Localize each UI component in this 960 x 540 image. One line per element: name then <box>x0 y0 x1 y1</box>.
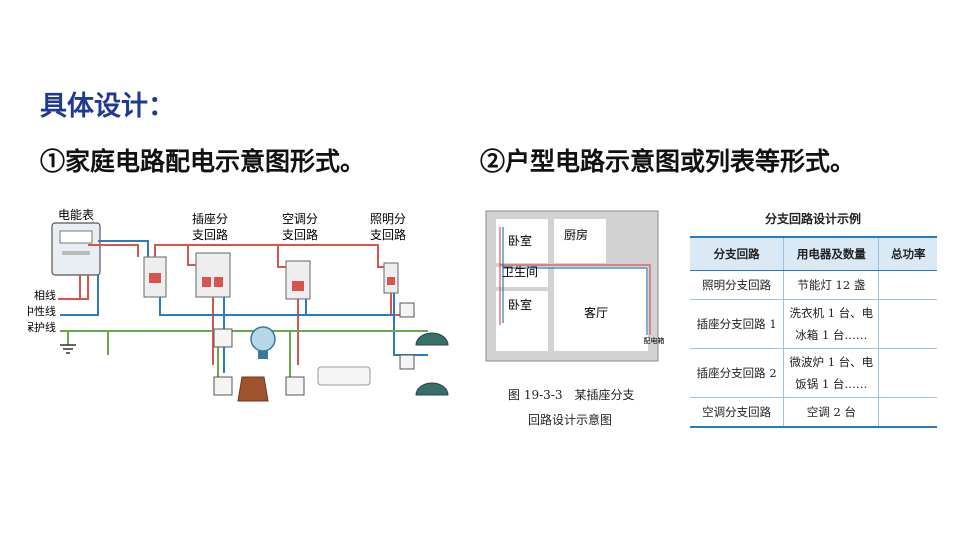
table-row: 照明分支回路 节能灯 12 盏 <box>690 270 937 300</box>
light-branch-label-1: 照明分 <box>370 212 406 226</box>
floorplan-caption-line1: 图 19-3-3 某插座分支 <box>508 388 635 402</box>
table-row: 空调分支回路 空调 2 台 <box>690 397 937 428</box>
ac-branch-label-2: 支回路 <box>282 227 318 242</box>
room-label-bedroom-1: 卧室 <box>508 233 532 248</box>
cell-power <box>878 348 937 398</box>
distribution-box-label: 配电箱 <box>644 336 665 345</box>
room-label-living: 客厅 <box>584 305 608 320</box>
meter-label: 电能表 <box>58 208 94 222</box>
subtitle-household-diagram: ①家庭电路配电示意图形式。 <box>40 147 366 176</box>
light-switch-icon <box>399 302 415 318</box>
cell-power <box>878 397 937 428</box>
table-title: 分支回路设计示例 <box>764 212 861 226</box>
section-heading: 具体设计： <box>40 91 175 122</box>
fan-icon <box>250 326 276 352</box>
household-wiring-diagram: 电能表 插座分 支回路 空调分 支回路 照明分 支回路 相线 中性线 保护线 <box>28 208 449 402</box>
subtitle-floorplan-table: ②户型电路示意图或列表等形式。 <box>480 147 856 176</box>
socket-branch-label-1: 插座分 <box>192 211 228 226</box>
table-row: 插座分支回路 1 洗衣机 1 台、电冰箱 1 台…… <box>690 299 937 349</box>
cell-power <box>878 270 937 300</box>
cell-branch: 插座分支回路 2 <box>690 348 784 398</box>
phase-line-label: 相线 <box>34 288 56 302</box>
air-conditioner-icon <box>317 366 371 386</box>
header-branch: 分支回路 <box>690 236 784 271</box>
ac-branch-breaker-icon <box>285 260 311 300</box>
room-bathroom <box>496 267 548 287</box>
room-bedroom-1 <box>496 219 548 263</box>
socket-icon <box>285 376 305 396</box>
ac-branch-label-1: 空调分 <box>282 212 318 226</box>
cell-power <box>878 299 937 349</box>
table-row: 插座分支回路 2 微波炉 1 台、电饭锅 1 台…… <box>690 348 937 398</box>
floorplan-caption-line2: 回路设计示意图 <box>528 413 613 427</box>
cell-appliance: 节能灯 12 盏 <box>783 270 879 300</box>
cell-appliance: 洗衣机 1 台、电冰箱 1 台…… <box>783 299 879 349</box>
room-living <box>554 267 648 351</box>
socket-circuit-wire <box>499 227 651 335</box>
socket-icon <box>213 376 233 396</box>
room-label-bedroom-2: 卧室 <box>508 297 532 312</box>
room-kitchen <box>554 219 606 263</box>
room-bedroom-2 <box>496 291 548 351</box>
header-appliance: 用电器及数量 <box>783 236 879 271</box>
cell-branch: 照明分支回路 <box>690 270 784 300</box>
room-label-bathroom: 卫生间 <box>502 265 538 279</box>
cell-appliance: 空调 2 台 <box>783 397 879 428</box>
neutral-line-label: 中性线 <box>28 304 56 318</box>
cell-appliance: 微波炉 1 台、电饭锅 1 台…… <box>783 348 879 398</box>
light-switch-icon <box>399 354 415 370</box>
room-label-kitchen: 厨房 <box>564 227 588 242</box>
light-branch-label-2: 支回路 <box>370 227 406 242</box>
ceiling-lamp-icon <box>415 332 449 346</box>
cell-branch: 插座分支回路 1 <box>690 299 784 349</box>
kettle-icon <box>237 376 269 402</box>
socket-branch-breaker-icon <box>195 252 231 298</box>
neutral-wire <box>60 240 428 373</box>
ground-symbol <box>60 344 76 354</box>
ceiling-lamp-icon <box>415 382 449 396</box>
earth-line-label: 保护线 <box>28 320 56 334</box>
cell-branch: 空调分支回路 <box>690 397 784 428</box>
earth-wire <box>60 330 428 383</box>
socket-icon <box>213 328 233 348</box>
header-power: 总功率 <box>878 236 937 271</box>
table-header-row: 分支回路 用电器及数量 总功率 <box>690 236 937 271</box>
phase-wire <box>58 275 81 300</box>
branch-circuit-table: 分支回路 用电器及数量 总功率 照明分支回路 节能灯 12 盏 插座分支回路 1… <box>690 236 937 428</box>
socket-branch-label-2: 支回路 <box>192 227 228 242</box>
floorplan-diagram: 卧室 厨房 卫生间 卧室 客厅 配电箱 <box>485 210 665 362</box>
